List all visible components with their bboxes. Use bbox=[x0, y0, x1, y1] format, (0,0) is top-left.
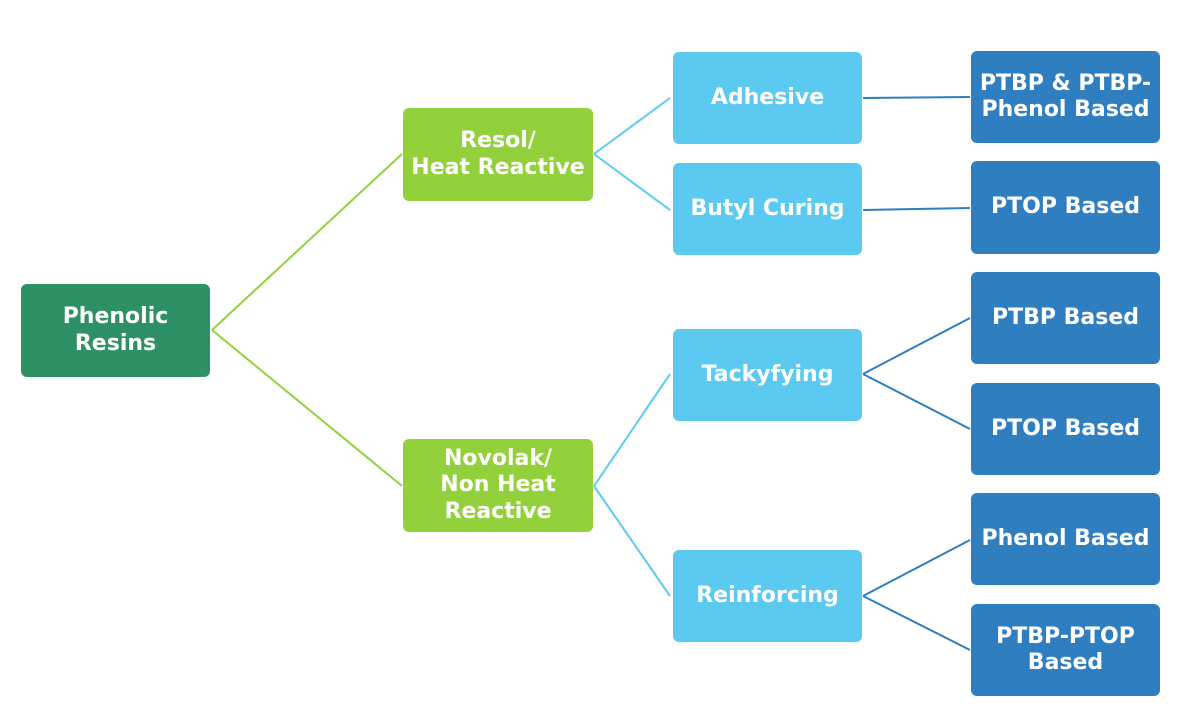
connector-novolak-reinforcing bbox=[593, 485, 671, 597]
node-phenol-based: Phenol Based bbox=[971, 493, 1160, 585]
node-ptbp-phenol-based: PTBP & PTBP- Phenol Based bbox=[971, 51, 1160, 143]
node-ptbp-based: PTBP Based bbox=[971, 272, 1160, 364]
node-reinforcing: Reinforcing bbox=[673, 550, 862, 642]
connector-resol-butyl bbox=[593, 153, 671, 211]
connector-tackyfying-ptbp bbox=[862, 317, 971, 375]
connector-reinforcing-ptbp-ptop bbox=[862, 595, 971, 651]
connector-root-novolak bbox=[211, 329, 403, 487]
connector-root-resol bbox=[211, 153, 403, 331]
connector-resol-adhesive bbox=[593, 97, 671, 155]
node-novolak: Novolak/ Non Heat Reactive bbox=[403, 439, 593, 532]
connector-adhesive-ptbp-phenol bbox=[862, 96, 971, 99]
connector-tackyfying-ptop bbox=[862, 373, 971, 430]
node-ptop-based-tackyfying: PTOP Based bbox=[971, 383, 1160, 475]
node-resol: Resol/ Heat Reactive bbox=[403, 108, 593, 201]
node-phenolic-resins: Phenolic Resins bbox=[21, 284, 210, 377]
node-ptbp-ptop-based: PTBP-PTOP Based bbox=[971, 604, 1160, 696]
node-ptop-based-butyl: PTOP Based bbox=[971, 161, 1160, 254]
node-butyl-curing: Butyl Curing bbox=[673, 163, 862, 255]
connector-butyl-ptop bbox=[862, 207, 971, 211]
connector-reinforcing-phenol bbox=[862, 539, 971, 597]
connector-novolak-tackyfying bbox=[593, 373, 671, 487]
node-tackyfying: Tackyfying bbox=[673, 329, 862, 421]
node-adhesive: Adhesive bbox=[673, 52, 862, 144]
